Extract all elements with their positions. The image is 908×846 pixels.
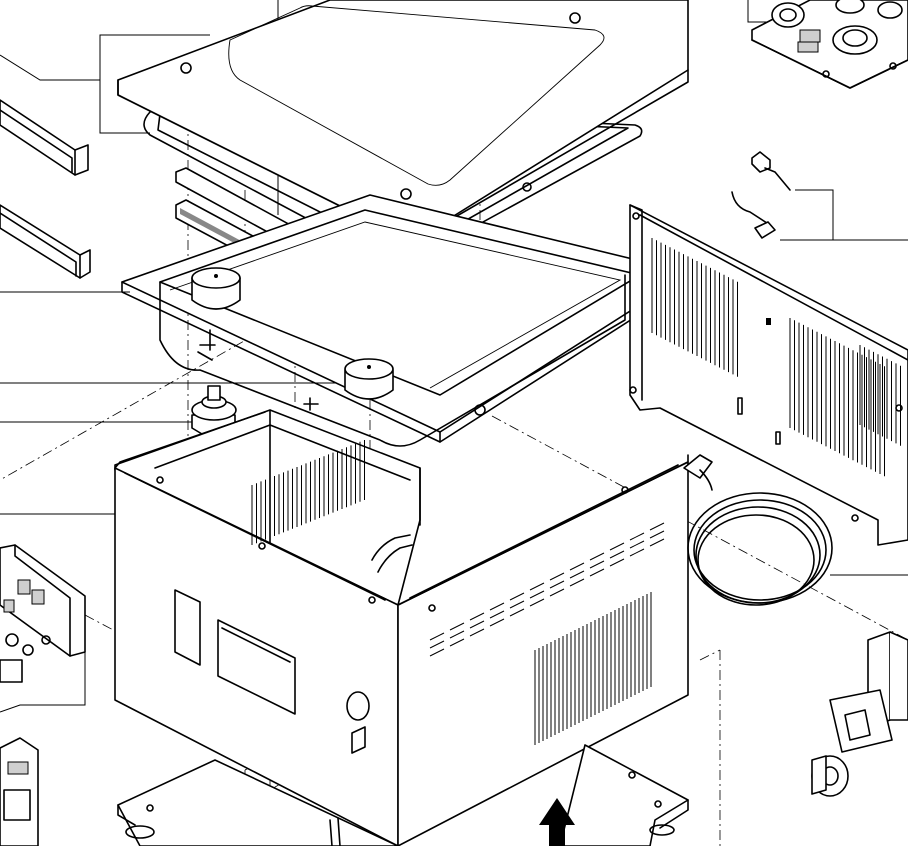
up-arrow-icon — [539, 798, 575, 846]
slot — [509, 592, 525, 601]
slot — [549, 588, 565, 597]
slot — [609, 558, 625, 567]
micro-switch-cable — [731, 151, 791, 239]
slot — [649, 522, 665, 531]
slot — [629, 548, 645, 557]
slot — [509, 608, 525, 617]
slot — [589, 568, 605, 577]
slot — [469, 620, 485, 629]
slot — [589, 560, 605, 569]
inner-vent-slots — [251, 440, 365, 545]
slot — [469, 612, 485, 621]
cylindrical-heaters — [191, 267, 394, 400]
slot — [649, 538, 665, 547]
slot — [649, 530, 665, 539]
slot — [569, 578, 585, 587]
cabinet-slot-rows — [429, 522, 665, 657]
slot — [609, 550, 625, 559]
louvered-rear-panel — [629, 204, 908, 546]
solenoid-valve — [811, 631, 908, 797]
slot — [509, 600, 525, 609]
slot — [449, 630, 465, 639]
panel-louvers — [651, 238, 901, 477]
slot — [549, 580, 565, 589]
slot — [469, 628, 485, 637]
slot — [429, 632, 445, 641]
slot — [529, 590, 545, 599]
coiled-hose — [683, 454, 833, 606]
slot — [549, 572, 565, 581]
slot — [629, 540, 645, 549]
main-cabinet-box — [114, 409, 689, 846]
pump-module — [751, 0, 908, 89]
slot — [529, 582, 545, 591]
slot — [449, 638, 465, 647]
slot — [429, 648, 445, 657]
slot — [429, 640, 445, 649]
base-plate — [117, 744, 689, 846]
slot — [489, 602, 505, 611]
slot — [589, 552, 605, 561]
slot — [569, 570, 585, 579]
cabinet-vent-grid — [534, 592, 652, 745]
slot — [629, 532, 645, 541]
slot — [449, 622, 465, 631]
relay-block — [0, 737, 39, 846]
slot — [529, 598, 545, 607]
c-channel-rails — [0, 99, 91, 279]
slot — [569, 562, 585, 571]
control-board — [0, 544, 86, 683]
slot — [489, 610, 505, 619]
slot — [609, 542, 625, 551]
slot — [489, 618, 505, 627]
